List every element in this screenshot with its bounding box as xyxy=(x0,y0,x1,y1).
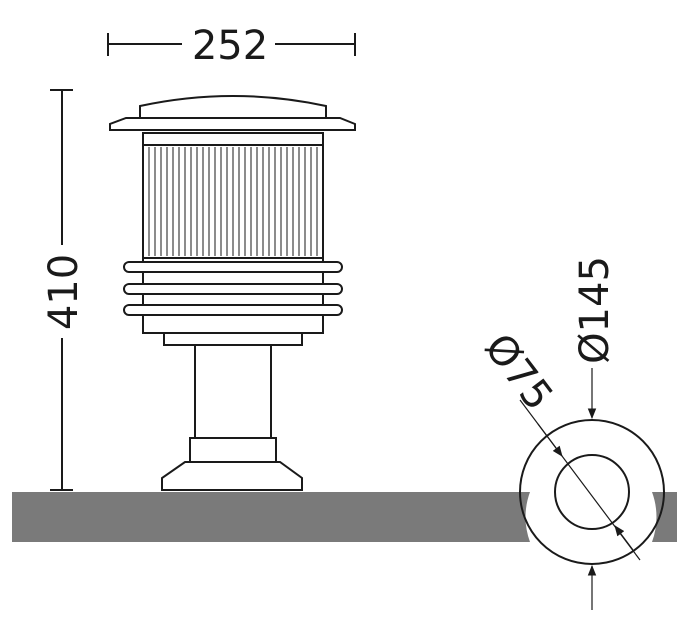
louver-ring-1 xyxy=(123,261,343,273)
width-dimension: 252 xyxy=(107,23,356,69)
lamp-cap-dome xyxy=(139,95,327,119)
lamp-neck xyxy=(163,332,303,346)
bollard-lamp-elevation xyxy=(109,95,356,491)
louver-ring-3 xyxy=(123,304,343,316)
lamp-top-collar xyxy=(142,132,324,146)
inner-diameter-label: Ø75 xyxy=(475,325,561,418)
ground-slab xyxy=(12,492,677,542)
width-label: 252 xyxy=(192,23,268,69)
lamp-base-foot xyxy=(161,461,303,491)
diffuser-ribs xyxy=(148,147,318,256)
lamp-base-collar xyxy=(189,437,277,462)
plan-view: Ø145 Ø75 xyxy=(475,256,665,610)
outer-diameter-label: Ø145 xyxy=(572,256,618,364)
lamp-cap-brim xyxy=(109,117,356,131)
inner-circle xyxy=(554,454,630,530)
height-dimension: 410 xyxy=(41,89,87,491)
outer-circle xyxy=(519,419,665,565)
height-label: 410 xyxy=(41,254,87,330)
lamp-post xyxy=(194,344,272,439)
louver-ring-2 xyxy=(123,283,343,295)
